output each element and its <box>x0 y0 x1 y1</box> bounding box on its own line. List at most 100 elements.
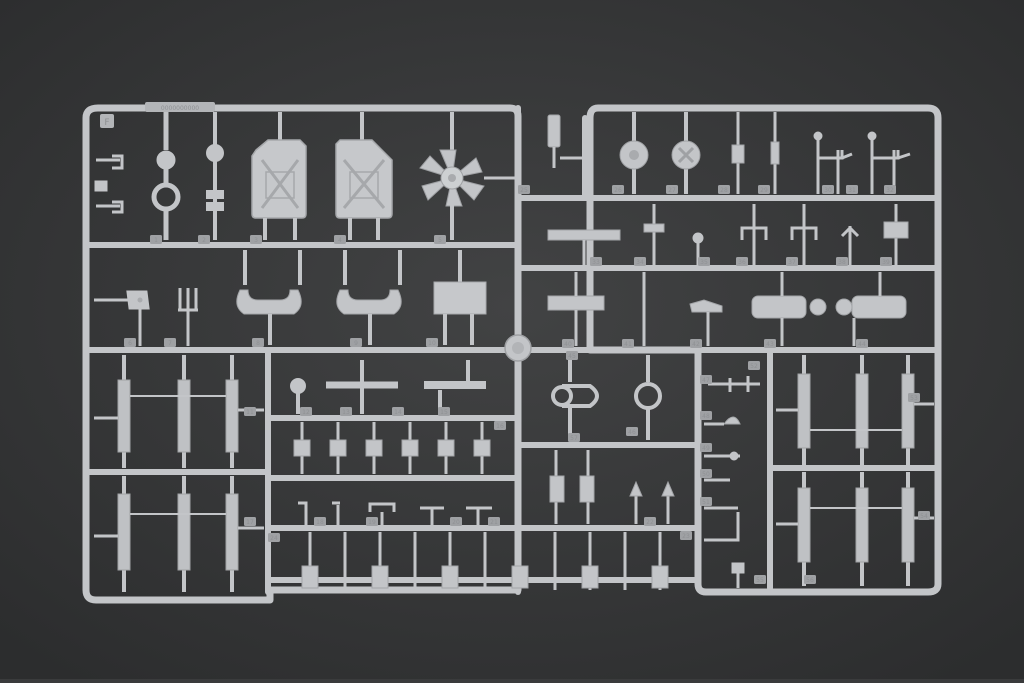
part-number-tab: 52 <box>748 361 760 370</box>
part-number-tab: 15 <box>438 407 450 416</box>
rods-middle <box>290 360 486 414</box>
part-number-tab: 36 <box>736 257 748 266</box>
axle-parts-left <box>94 355 264 592</box>
part-number-label: 40 <box>564 341 572 348</box>
axle-parts-right <box>776 355 934 586</box>
bracket-part-1 <box>236 250 302 345</box>
part-number-tab: 23 <box>680 531 692 540</box>
part-number-label: 12 <box>302 409 310 416</box>
part-number-tab: 26 <box>612 185 624 194</box>
part-number-label: 36 <box>738 259 746 266</box>
part-number-tab: 1 <box>150 235 162 244</box>
part-number-label: 15 <box>440 409 448 416</box>
part-number-label: 11 <box>246 409 254 416</box>
part-number-label: 2 <box>202 237 206 244</box>
part-number-tab: 4 <box>334 235 346 244</box>
jerry-can-part-1 <box>251 112 307 240</box>
part-number-label: 14 <box>394 409 402 416</box>
part-number-label: 19 <box>368 519 376 526</box>
bracket-part-2 <box>336 250 402 345</box>
part-number-tab: 45 <box>566 351 578 360</box>
part-number-tab: 51 <box>700 497 712 506</box>
part-number-tab: 8 <box>252 338 264 347</box>
part-number-label: 3 <box>254 237 258 244</box>
frame-code-tag: 0000000000 <box>145 102 215 112</box>
jerry-can-part-2 <box>335 112 393 240</box>
part-number-tab: 40 <box>562 339 574 348</box>
side-clips <box>94 154 124 214</box>
sprue-frame-right <box>586 104 942 596</box>
part-number-label: 30 <box>824 187 832 194</box>
part-number-tab: 56 <box>804 575 816 584</box>
part-number-tab: 18 <box>314 517 326 526</box>
part-number-label: 7 <box>168 340 172 347</box>
clip-parts <box>549 450 675 524</box>
fitting-part <box>94 290 150 346</box>
part-number-label: 51 <box>702 499 710 506</box>
part-number-tab: 44 <box>856 339 868 348</box>
part-number-tab: 9 <box>350 338 362 347</box>
part-number-label: 27 <box>668 187 676 194</box>
part-number-tab: 20 <box>450 517 462 526</box>
part-number-label: 10 <box>428 340 436 347</box>
part-number-tab: 41 <box>622 339 634 348</box>
part-number-label: 49 <box>702 445 710 452</box>
part-number-label: 38 <box>838 259 846 266</box>
part-number-label: 8 <box>256 340 260 347</box>
fan-part <box>419 112 516 240</box>
part-number-label: 56 <box>806 577 814 584</box>
part-number-label: 34 <box>636 259 644 266</box>
part-number-label: 18 <box>316 519 324 526</box>
connecting-rod-part <box>151 112 181 240</box>
part-number-tab: 16 <box>494 421 506 430</box>
part-number-label: 55 <box>756 577 764 584</box>
part-number-label: 57 <box>570 435 578 442</box>
part-number-tab: 22 <box>644 517 656 526</box>
part-number-label: 46 <box>628 429 636 436</box>
ring-part <box>634 355 662 440</box>
part-number-tab: 50 <box>700 469 712 478</box>
part-number-label: 53 <box>910 395 918 402</box>
part-number-label: 35 <box>700 259 708 266</box>
part-number-label: 33 <box>592 259 600 266</box>
part-number-label: 41 <box>624 341 632 348</box>
wheel-hub-parts <box>619 112 701 194</box>
runners <box>85 105 939 595</box>
block-parts-bottom <box>301 532 669 590</box>
part-number-label: 5 <box>438 237 442 244</box>
part-number-label: 17 <box>246 519 254 526</box>
part-number-label: 43 <box>766 341 774 348</box>
part-number-label: 31 <box>848 187 856 194</box>
part-number-tab: 42 <box>690 339 702 348</box>
part-number-tab: 13 <box>340 407 352 416</box>
frame-letter-tab: F <box>100 114 114 128</box>
part-number-label: 1 <box>154 237 158 244</box>
part-number-tab: 32 <box>884 185 896 194</box>
part-number-label: 47 <box>702 377 710 384</box>
part-number-tab: 3 <box>250 235 262 244</box>
part-number-label: 39 <box>882 259 890 266</box>
part-number-tab: 54 <box>918 511 930 520</box>
part-number-tab: 7 <box>164 338 176 347</box>
part-number-tab: 34 <box>634 257 646 266</box>
part-number-label: 28 <box>720 187 728 194</box>
part-number-tab: 38 <box>836 257 848 266</box>
part-number-label: 29 <box>760 187 768 194</box>
part-number-tab: 6 <box>124 338 136 347</box>
part-number-label: 25 <box>520 187 528 194</box>
part-number-tab: 12 <box>300 407 312 416</box>
part-number-tab: 47 <box>700 375 712 384</box>
part-number-tab: 30 <box>822 185 834 194</box>
part-number-tab: 19 <box>366 517 378 526</box>
part-number-label: 45 <box>568 353 576 360</box>
part-number-label: 37 <box>788 259 796 266</box>
part-number-label: 23 <box>682 533 690 540</box>
pin-parts-row <box>298 501 492 526</box>
part-number-label: 50 <box>702 471 710 478</box>
valve-part <box>206 112 224 240</box>
small-parts-right-mid <box>704 376 760 588</box>
part-number-tab: 35 <box>698 257 710 266</box>
